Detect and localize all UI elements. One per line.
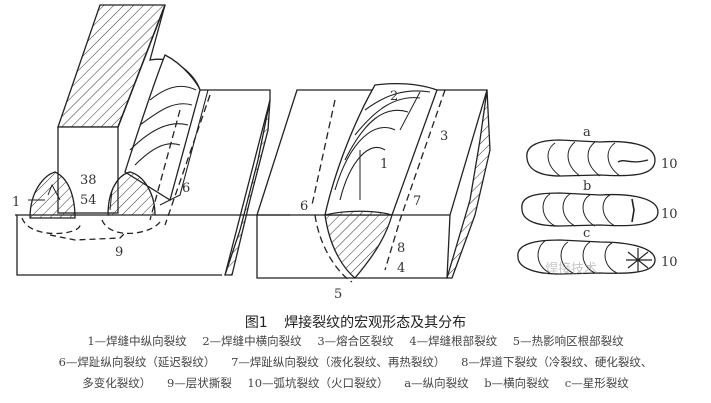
- label-10-c: 10: [661, 255, 678, 270]
- bead-c: [517, 239, 656, 275]
- bead-b: [521, 192, 659, 227]
- label-6: 6: [182, 181, 190, 196]
- crater-crack-beads: [517, 139, 659, 275]
- legend-item: 9—层状撕裂: [166, 376, 232, 390]
- legend-line-3: 多变化裂纹） 9—层状撕裂 10—弧坑裂纹（火口裂纹） a—纵向裂纹 b—横向裂…: [0, 375, 711, 391]
- butt-joint-figure: [256, 83, 491, 283]
- left-callouts: 1 38 54 6 9: [12, 173, 190, 260]
- label-1-mid: 1: [380, 157, 388, 172]
- label-b: b: [583, 179, 591, 194]
- bead-a: [526, 139, 656, 177]
- label-10-b: 10: [661, 207, 678, 222]
- legend-item: 8—焊道下裂纹（冷裂纹、硬化裂纹、: [461, 355, 653, 369]
- legend-item: 多变化裂纹）: [82, 376, 152, 390]
- label-5: 5: [334, 287, 342, 302]
- label-a: a: [583, 125, 591, 140]
- label-6-mid: 6: [300, 199, 308, 214]
- legend-item: 1—焊缝中纵向裂纹: [87, 334, 187, 348]
- label-3: 3: [440, 129, 448, 144]
- legend-item: 2—焊缝中横向裂纹: [202, 334, 302, 348]
- legend-item: 3—熔合区裂纹: [317, 334, 394, 348]
- t-joint-figure: [15, 4, 290, 276]
- label-c: c: [583, 226, 590, 241]
- legend-item: c—星形裂纹: [564, 376, 629, 390]
- legend-line-1: 1—焊缝中纵向裂纹 2—焊缝中横向裂纹 3—熔合区裂纹 4—焊缝根部裂纹 5—热…: [0, 333, 711, 349]
- label-10-a: 10: [661, 157, 678, 172]
- figure-title: 焊接裂纹的宏观形态及其分布: [284, 315, 467, 331]
- watermark: 焊接技术: [545, 262, 598, 277]
- right-callouts: a b c 10 10 10: [583, 125, 678, 270]
- label-38: 38: [80, 173, 97, 188]
- label-1: 1: [12, 195, 20, 210]
- label-8: 8: [397, 241, 405, 256]
- figure-caption-title: 图1 焊接裂纹的宏观形态及其分布: [0, 312, 711, 332]
- label-2: 2: [390, 89, 398, 104]
- legend-item: 7—焊趾纵向裂纹（液化裂纹、再热裂纹）: [231, 355, 446, 369]
- label-4: 4: [397, 261, 405, 276]
- legend-item: 4—焊缝根部裂纹: [409, 334, 498, 348]
- label-9: 9: [115, 245, 123, 260]
- legend-item: a—纵向裂纹: [404, 376, 469, 390]
- label-7: 7: [413, 194, 421, 209]
- legend-item: 6—焊趾纵向裂纹（延迟裂纹）: [58, 355, 216, 369]
- weld-crack-diagram: 1 38 54 6 9 2 3 1 6 7 8 4 5 a b c 10 10 …: [12, 4, 678, 302]
- legend-item: 10—弧坑裂纹（火口裂纹）: [247, 376, 389, 390]
- middle-callouts: 2 3 1 6 7 8 4 5: [300, 89, 448, 302]
- figure-number: 图1: [244, 315, 268, 331]
- label-54: 54: [80, 193, 97, 208]
- legend-item: 5—热影响区根部裂纹: [512, 334, 624, 348]
- legend-item: b—横向裂纹: [484, 376, 550, 390]
- legend-line-2: 6—焊趾纵向裂纹（延迟裂纹） 7—焊趾纵向裂纹（液化裂纹、再热裂纹） 8—焊道下…: [0, 354, 711, 370]
